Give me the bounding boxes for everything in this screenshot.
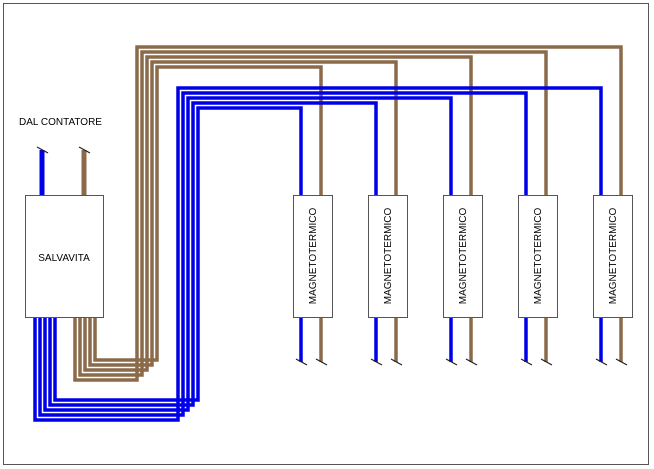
neutral-wire-2: [48, 101, 378, 407]
neutral-wire-5: [33, 86, 603, 422]
wires: [33, 45, 628, 422]
breaker-magnetotermico: MAGNETOTERMICO: [443, 195, 483, 318]
breaker-label: MAGNETOTERMICO: [608, 208, 619, 305]
breaker-magnetotermico: MAGNETOTERMICO: [518, 195, 558, 318]
output-phase-terminal-icon: [315, 358, 328, 366]
input-neutral-terminal-icon: [36, 146, 49, 154]
breakers: MAGNETOTERMICO MAGNETOTERMICO MAGNETOTERMI…: [293, 195, 633, 318]
input-phase-terminal-icon: [78, 146, 91, 154]
output-neutral-terminal-icon: [295, 358, 308, 366]
output-phase-terminal-icon: [390, 358, 403, 366]
output-neutral-terminal-icon: [445, 358, 458, 366]
phase-wire-4: [78, 50, 548, 377]
salvavita-box: SALVAVITA: [25, 195, 104, 318]
breaker-label: MAGNETOTERMICO: [533, 208, 544, 305]
breaker-magnetotermico: MAGNETOTERMICO: [593, 195, 633, 318]
source-label: DAL CONTATORE: [19, 117, 102, 128]
breaker-label: MAGNETOTERMICO: [458, 208, 469, 305]
neutral-wire-3: [43, 96, 453, 412]
output-neutral-terminal-icon: [520, 358, 533, 366]
phase-wire-2: [88, 60, 398, 367]
output-phase-terminal-icon: [465, 358, 478, 366]
breaker-label: MAGNETOTERMICO: [308, 208, 319, 305]
output-neutral-terminal-icon: [370, 358, 383, 366]
output-neutral-terminal-icon: [595, 358, 608, 366]
phase-wire-5: [73, 45, 623, 382]
breaker-magnetotermico: MAGNETOTERMICO: [293, 195, 333, 318]
breaker-magnetotermico: MAGNETOTERMICO: [368, 195, 408, 318]
neutral-wire-4: [38, 91, 528, 417]
phase-wire-3: [83, 55, 473, 372]
neutral-wire-1: [53, 106, 303, 402]
output-phase-terminal-icon: [615, 358, 628, 366]
breaker-label: MAGNETOTERMICO: [383, 208, 394, 305]
output-phase-terminal-icon: [540, 358, 553, 366]
salvavita-label: SALVAVITA: [38, 253, 90, 264]
